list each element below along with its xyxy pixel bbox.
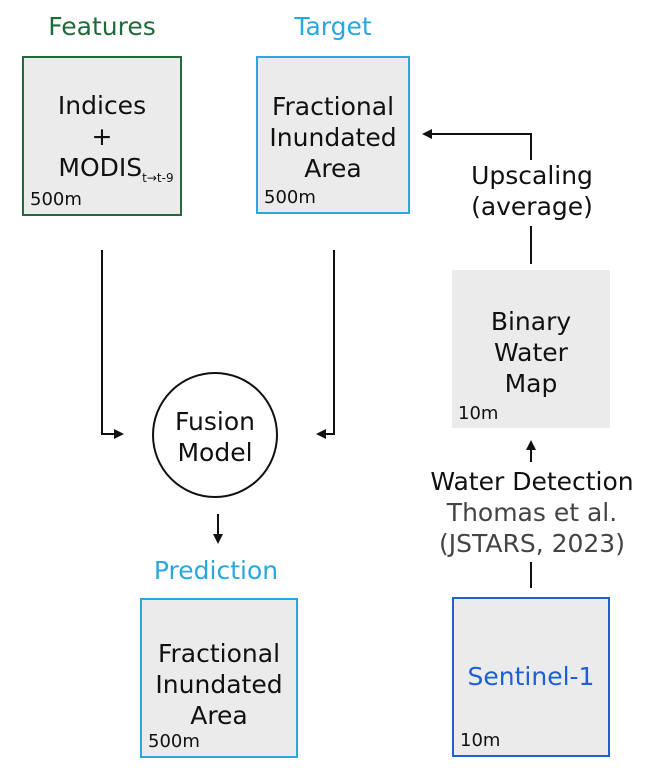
sentinel-label: Sentinel-1 <box>467 662 595 691</box>
features-header: Features <box>48 12 156 41</box>
fusion-model-node: Fusion Model <box>152 372 278 498</box>
water-detection-title: Water Detection <box>430 467 634 496</box>
modis-subscript: t→t-9 <box>142 171 174 185</box>
upscaling-to-target-arrow <box>422 129 532 160</box>
binary-water-map-box: Binary Water Map 10m <box>452 270 610 428</box>
features-resolution: 500m <box>30 189 82 210</box>
sentinel-resolution: 10m <box>460 730 501 751</box>
prediction-line-area: Area <box>190 701 248 730</box>
water-detection-citation-1: Thomas et al. <box>446 498 618 527</box>
target-box: Fractional Inundated Area 500m <box>256 56 410 214</box>
binary-line-binary: Binary <box>490 307 572 336</box>
prediction-line-fractional: Fractional <box>157 639 281 668</box>
prediction-header: Prediction <box>153 556 279 585</box>
binary-resolution: 10m <box>458 403 499 424</box>
sentinel-1-box: Sentinel-1 10m <box>452 597 610 757</box>
prediction-box: Fractional Inundated Area 500m <box>140 598 298 758</box>
water-detection-citation-2: (JSTARS, 2023) <box>439 529 625 558</box>
target-resolution: 500m <box>264 187 316 208</box>
fusion-line-1: Fusion <box>175 407 255 436</box>
fusion-line-2: Model <box>177 438 253 467</box>
binary-line-water: Water <box>494 338 568 367</box>
target-to-fusion-arrow <box>316 250 335 439</box>
upscaling-line-2: (average) <box>471 192 593 221</box>
target-line-inundated: Inundated <box>269 123 397 152</box>
upscaling-line-1: Upscaling <box>471 161 593 190</box>
upscaling-label: Upscaling (average) <box>452 160 612 222</box>
features-line-indices: Indices <box>57 91 147 120</box>
features-line-plus: + <box>91 122 113 151</box>
prediction-line-inundated: Inundated <box>155 670 283 699</box>
features-to-fusion-arrow <box>101 250 124 439</box>
binary-line-map: Map <box>504 369 558 398</box>
features-box: Indices + MODISt→t-9 500m <box>22 56 182 216</box>
water-detection-label: Water Detection Thomas et al. (JSTARS, 2… <box>418 466 646 559</box>
target-header: Target <box>294 12 372 41</box>
prediction-resolution: 500m <box>148 731 200 752</box>
target-line-area: Area <box>304 154 362 183</box>
target-line-fractional: Fractional <box>271 92 395 121</box>
modis-text: MODIS <box>58 153 143 182</box>
features-line-modis: MODISt→t-9 <box>24 152 180 194</box>
